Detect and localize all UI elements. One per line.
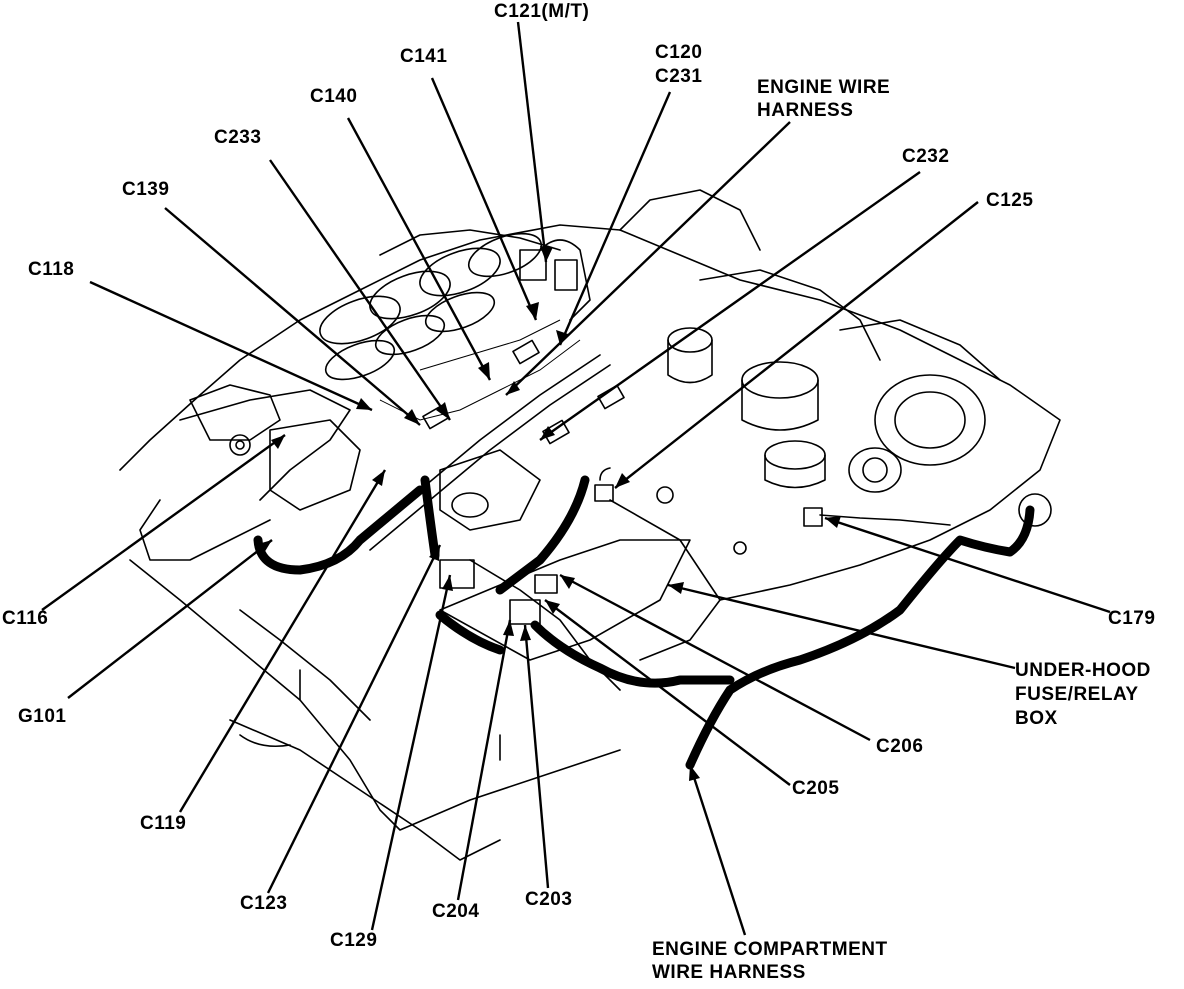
label-c206: C206 (876, 736, 924, 757)
label-c121: C121(M/T) (494, 1, 590, 22)
right-side-components (656, 319, 1001, 555)
label-engine-wire-harness-line2: HARNESS (757, 100, 854, 121)
label-g101: G101 (18, 706, 67, 727)
label-c231: C231 (655, 66, 703, 87)
label-c205: C205 (792, 778, 840, 799)
label-fuse-box-line3: BOX (1015, 708, 1058, 729)
intake-runners (319, 232, 543, 381)
label-c204: C204 (432, 901, 480, 922)
label-engine-compartment-line1: ENGINE COMPARTMENT (652, 939, 888, 960)
label-c120: C120 (655, 42, 703, 63)
label-c125: C125 (986, 190, 1034, 211)
leader-lines (41, 21, 1111, 936)
wire-harnesses (253, 467, 1052, 770)
label-c129: C129 (330, 930, 378, 951)
label-c119: C119 (140, 813, 187, 834)
left-side-components (189, 384, 541, 761)
label-c139: C139 (122, 179, 170, 200)
label-c203: C203 (525, 889, 573, 910)
label-engine-compartment-line2: WIRE HARNESS (652, 962, 806, 983)
label-fuse-box-line2: FUSE/RELAY (1015, 684, 1139, 705)
fuse-relay-box-shape (439, 484, 823, 661)
label-c233: C233 (214, 127, 262, 148)
label-c140: C140 (310, 86, 358, 107)
label-c118: C118 (28, 259, 75, 280)
label-c123: C123 (240, 893, 288, 914)
arrowheads (258, 246, 841, 781)
label-c141: C141 (400, 46, 448, 67)
label-c116: C116 (2, 608, 49, 629)
label-engine-wire-harness-line1: ENGINE WIRE (757, 77, 891, 98)
label-c179: C179 (1108, 608, 1156, 629)
label-fuse-box-line1: UNDER-HOOD (1015, 660, 1151, 681)
label-c232: C232 (902, 146, 950, 167)
